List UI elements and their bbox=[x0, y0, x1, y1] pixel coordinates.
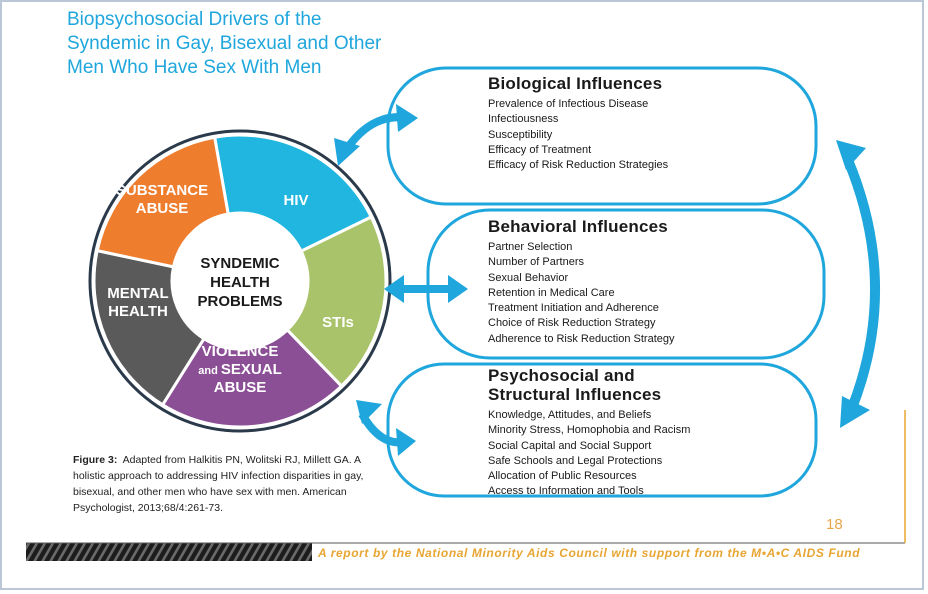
behavioral-influences: Behavioral Influences Partner Selection … bbox=[488, 217, 675, 347]
segment-label-mental: MENTAL bbox=[107, 285, 168, 302]
center-label-line: SYNDEMIC bbox=[200, 255, 279, 272]
behavioral-heading: Behavioral Influences bbox=[488, 217, 675, 236]
segment-label-violence: ABUSE bbox=[214, 379, 267, 396]
slide-title: Biopsychosocial Drivers of the Syndemic … bbox=[67, 9, 382, 78]
list-item: Social Capital and Social Support bbox=[488, 439, 652, 452]
list-item: Retention in Medical Care bbox=[488, 286, 615, 299]
center-label-line: HEALTH bbox=[210, 274, 270, 291]
segment-label-mental: HEALTH bbox=[108, 303, 168, 320]
list-item: Prevalence of Infectious Disease bbox=[488, 98, 649, 110]
segment-label-substance: SUBSTANCE bbox=[116, 182, 208, 199]
list-item: Partner Selection bbox=[488, 241, 573, 253]
list-item: Allocation of Public Resources bbox=[488, 470, 637, 483]
page-number: 18 bbox=[826, 516, 843, 533]
psychosocial-box bbox=[386, 362, 818, 498]
arrow-right-cycle bbox=[836, 140, 881, 428]
figure-caption: Figure 3: Adapted from Halkitis PN, Woli… bbox=[73, 452, 373, 516]
list-item: Number of Partners bbox=[488, 256, 584, 269]
segment-violence bbox=[160, 327, 344, 429]
list-item: Adherence to Risk Reduction Strategy bbox=[488, 332, 675, 345]
heading-line: Behavioral Influences bbox=[488, 217, 668, 236]
center-label-line: PROBLEMS bbox=[197, 293, 282, 310]
psychosocial-heading: Psychosocial and Structural Influences bbox=[488, 366, 690, 404]
footer-text: A report by the National Minority Aids C… bbox=[318, 546, 861, 560]
list-item: Efficacy of Risk Reduction Strategies bbox=[488, 159, 669, 172]
list-item: Infectiousness bbox=[488, 113, 559, 126]
heading-line: Biological Influences bbox=[488, 74, 663, 93]
heading-line: Structural Influences bbox=[488, 385, 662, 404]
biological-box bbox=[386, 66, 818, 206]
biological-influences: Biological Influences Prevalence of Infe… bbox=[488, 74, 668, 173]
heading-line: Psychosocial and bbox=[488, 366, 635, 385]
behavioral-box bbox=[426, 208, 826, 360]
arrow-psychosocial bbox=[356, 400, 416, 456]
segment-label-violence: and SEXUAL bbox=[198, 361, 281, 378]
wheel-center bbox=[174, 215, 306, 347]
arrow-behavioral bbox=[384, 275, 468, 303]
list-item: Access to Information and Tools bbox=[488, 485, 644, 498]
footer-bar bbox=[26, 543, 312, 561]
caption-label: Figure 3: bbox=[73, 454, 118, 466]
segment-label-violence: VIOLENCE bbox=[202, 343, 279, 360]
list-item: Safe Schools and Legal Protections bbox=[488, 454, 663, 467]
arrow-biological bbox=[334, 104, 418, 166]
segment-label-stis: STIs bbox=[322, 314, 354, 331]
segment-mental bbox=[92, 248, 207, 407]
psychosocial-influences: Psychosocial and Structural Influences K… bbox=[488, 366, 690, 500]
list-item: Treatment Initiation and Adherence bbox=[488, 302, 659, 315]
list-item: Choice of Risk Reduction Strategy bbox=[488, 317, 656, 330]
segment-label-substance: ABUSE bbox=[136, 200, 189, 217]
list-item: Efficacy of Treatment bbox=[488, 143, 592, 156]
segment-substance bbox=[95, 135, 230, 269]
biological-heading: Biological Influences bbox=[488, 74, 668, 93]
list-item: Sexual Behavior bbox=[488, 271, 569, 284]
caption-text: Adapted from Halkitis PN, Wolitski RJ, M… bbox=[73, 454, 364, 514]
list-item: Minority Stress, Homophobia and Racism bbox=[488, 424, 691, 437]
segment-stis bbox=[285, 214, 388, 389]
segment-label-hiv: HIV bbox=[283, 192, 308, 209]
list-item: Knowledge, Attitudes, and Beliefs bbox=[488, 409, 652, 421]
list-item: Susceptibility bbox=[488, 128, 553, 141]
segment-hiv bbox=[212, 133, 374, 254]
